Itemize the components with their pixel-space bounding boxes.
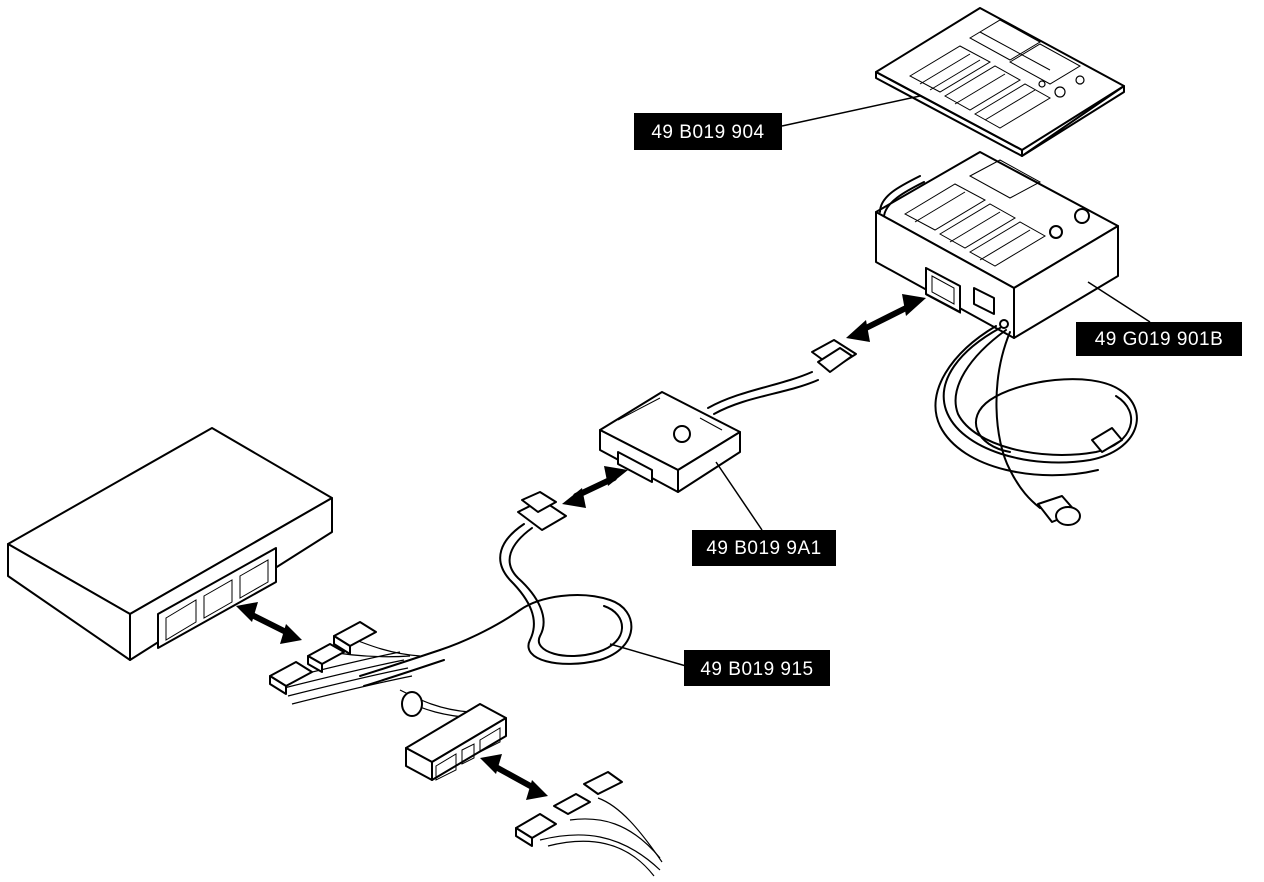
label-selector: 49 B019 9A1	[692, 530, 836, 566]
label-harness-text: 49 B019 915	[700, 659, 813, 680]
arrow-harness-selector	[562, 466, 628, 508]
label-selector-text: 49 B019 9A1	[706, 538, 821, 559]
harness-cable	[269, 491, 633, 781]
tester-cable	[934, 325, 1138, 526]
arrow-harness-lower	[480, 754, 548, 800]
engine-control-unit	[7, 427, 333, 661]
arrow-selector-tester	[846, 294, 926, 342]
label-harness: 49 B019 915	[684, 650, 830, 686]
panel-overlay-sheet	[875, 7, 1125, 157]
arrow-ecu-harness	[236, 602, 302, 644]
vehicle-harness-fragment	[515, 771, 663, 877]
label-tester: 49 G019 901B	[1076, 322, 1242, 356]
label-tester-text: 49 G019 901B	[1095, 329, 1224, 350]
selector-cable	[707, 339, 857, 415]
selector-unit	[599, 391, 741, 493]
label-panel-overlay: 49 B019 904	[634, 113, 782, 150]
label-panel-overlay-text: 49 B019 904	[651, 122, 764, 143]
tester-unit	[875, 151, 1119, 339]
leader-lines	[609, 95, 1151, 667]
